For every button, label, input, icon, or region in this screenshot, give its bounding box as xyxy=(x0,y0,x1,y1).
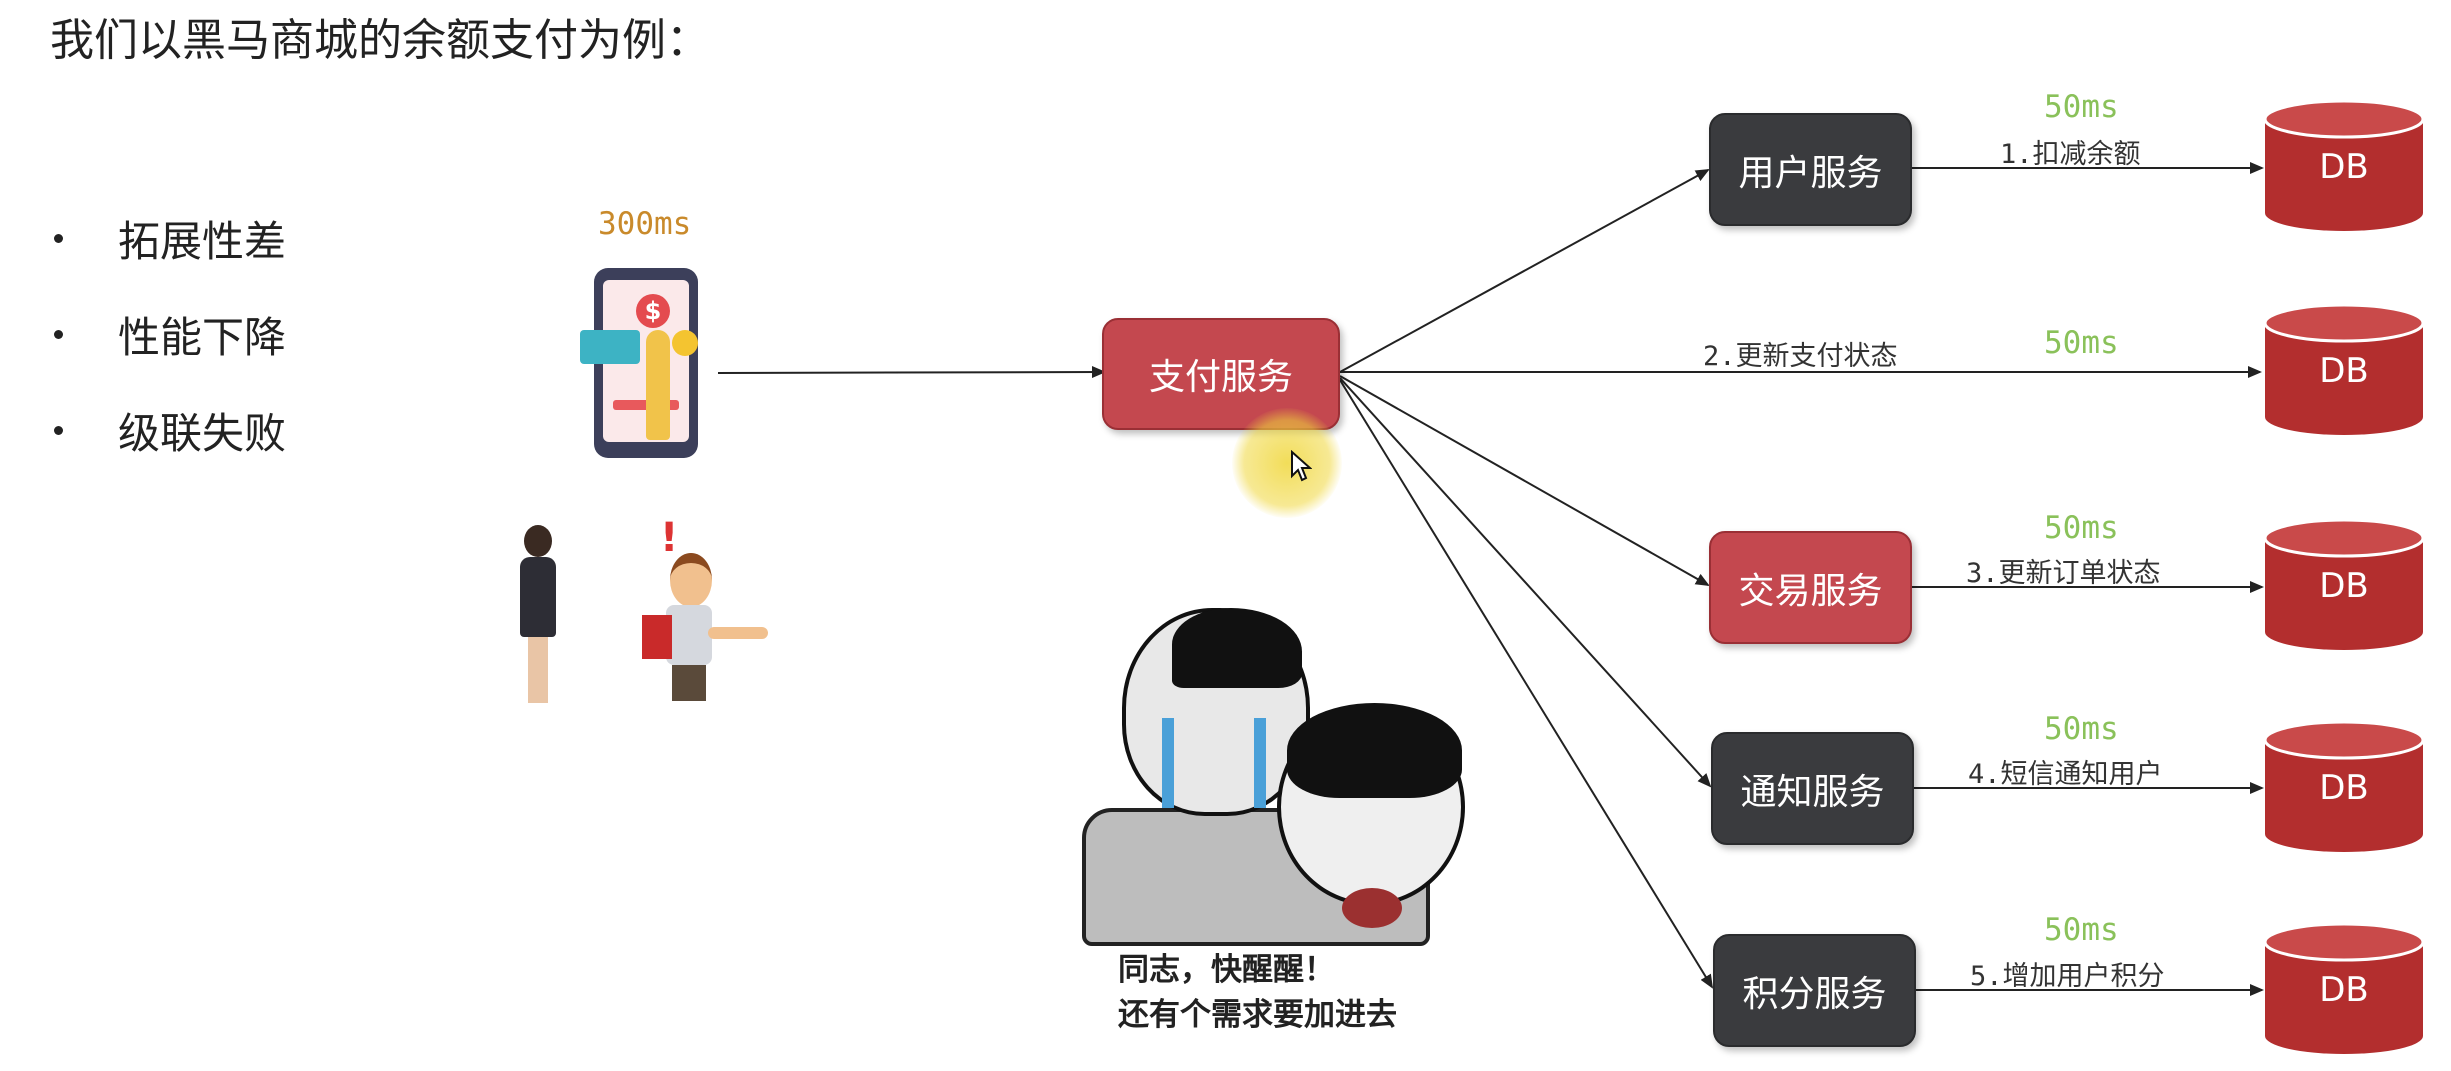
service-latency-label: 50ms xyxy=(2044,912,2119,948)
mouse-pointer-icon xyxy=(1291,450,1312,482)
arrow-pay-to-points xyxy=(1339,379,1714,989)
page-title: 我们以黑马商城的余额支付为例： xyxy=(50,15,710,66)
database-icon: DB xyxy=(2263,922,2425,1056)
bullet-icon xyxy=(54,329,63,339)
dollar-icon: $ xyxy=(636,294,670,328)
arrow-pay-to-trade xyxy=(1339,375,1710,586)
problem-list: 拓展性差 性能下降 级联失败 xyxy=(48,190,286,478)
database-icon: DB xyxy=(2263,720,2425,854)
step-label: 4.短信通知用户 xyxy=(1968,759,2163,790)
arrow-pay-to-notify xyxy=(1339,377,1712,788)
problem-item: 拓展性差 xyxy=(48,190,286,286)
meme-caption-line: 同志，快醒醒！ xyxy=(1118,952,1335,988)
database-label: DB xyxy=(2319,147,2369,187)
bullet-icon xyxy=(54,425,63,435)
shopper-figure xyxy=(646,330,670,440)
exclamation-icon: ! xyxy=(660,515,679,561)
database-icon: DB xyxy=(2263,99,2425,233)
service-latency-label: 50ms xyxy=(2044,711,2119,747)
points-service-box: 积分服务 xyxy=(1713,934,1916,1047)
step-label: 1.扣减余额 xyxy=(2000,139,2141,170)
step-label: 3.更新订单状态 xyxy=(1966,558,2161,589)
meme-caption-line: 还有个需求要加进去 xyxy=(1118,997,1397,1033)
database-label: DB xyxy=(2319,566,2369,606)
cursor-highlight xyxy=(1232,408,1342,518)
pay-service-box: 支付服务 xyxy=(1102,318,1340,430)
problem-label: 性能下降 xyxy=(118,312,287,362)
arrow-client-to-pay xyxy=(717,366,1106,379)
meme-caption: 同志，快醒醒！ 还有个需求要加进去 xyxy=(1118,948,1397,1038)
angry-man-figure: ! xyxy=(640,515,768,705)
notify-service-box: 通知服务 xyxy=(1711,732,1914,845)
frustrated-woman-figure xyxy=(510,525,566,705)
arrow-pay-to-user xyxy=(1339,169,1710,373)
user-service-box: 用户服务 xyxy=(1709,113,1912,226)
service-latency-label: 50ms xyxy=(2044,510,2119,546)
trade-service-box: 交易服务 xyxy=(1709,531,1912,644)
service-latency-label: 50ms xyxy=(2044,89,2119,125)
database-icon: DB xyxy=(2263,518,2425,652)
database-label: DB xyxy=(2319,970,2369,1010)
angry-users-illustration: ! xyxy=(500,515,770,705)
problem-item: 性能下降 xyxy=(48,286,286,382)
service-latency-label: 50ms xyxy=(2044,325,2119,361)
problem-item: 级联失败 xyxy=(48,382,286,478)
database-label: DB xyxy=(2319,768,2369,808)
credit-card-icon xyxy=(580,330,640,364)
mobile-payment-icon: $ xyxy=(580,268,698,458)
step-label: 5.增加用户积分 xyxy=(1970,961,2165,992)
meme-illustration xyxy=(1082,598,1482,946)
database-icon: DB xyxy=(2263,303,2425,437)
problem-label: 拓展性差 xyxy=(118,216,287,266)
client-latency-label: 300ms xyxy=(598,206,692,242)
problem-label: 级联失败 xyxy=(118,408,287,458)
bullet-icon xyxy=(54,233,63,243)
step-label: 2.更新支付状态 xyxy=(1703,341,1898,372)
gold-coin-icon xyxy=(672,330,698,356)
database-label: DB xyxy=(2319,351,2369,391)
